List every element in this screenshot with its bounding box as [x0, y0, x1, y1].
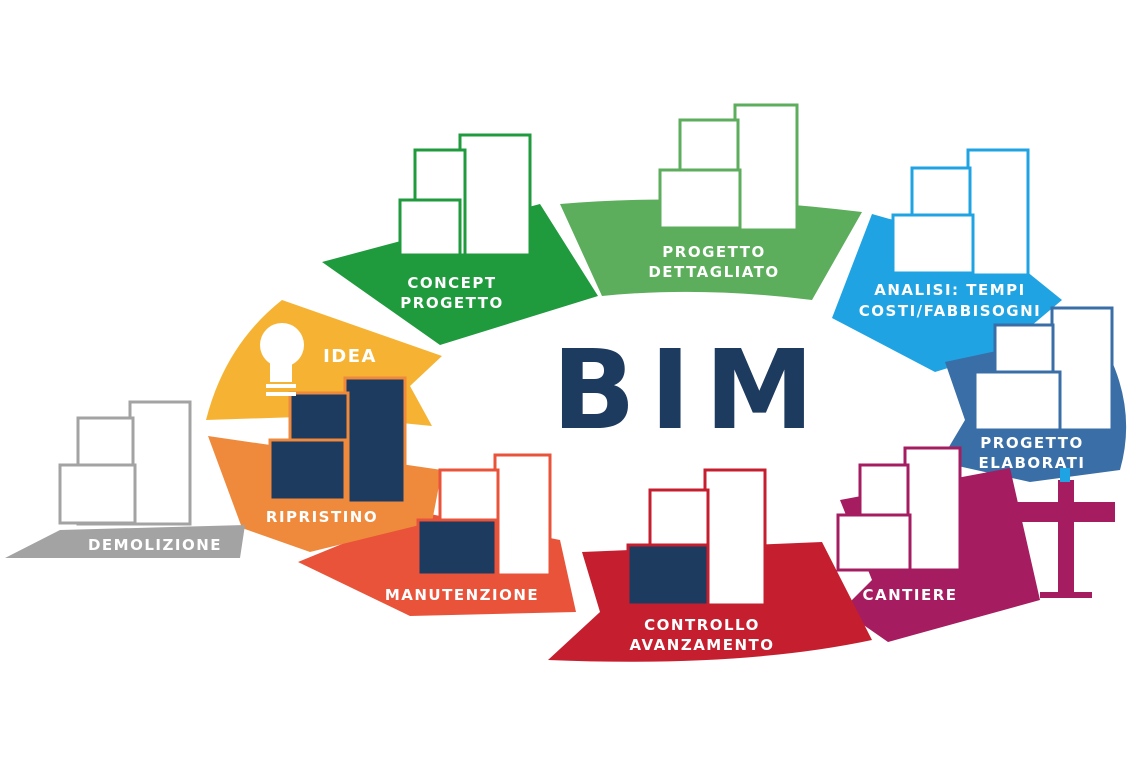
label-dettagliato-2: DETTAGLIATO — [648, 263, 779, 281]
building-concept-icon — [398, 133, 532, 257]
label-concept-2: PROGETTO — [400, 294, 503, 312]
crane-icon — [985, 468, 1115, 598]
label-dettagliato-1: PROGETTO — [662, 243, 765, 261]
building-dettagliato-icon — [658, 103, 799, 232]
label-controllo-2: AVANZAMENTO — [629, 636, 774, 654]
building-controllo-icon — [626, 468, 767, 607]
label-analisi-2: COSTI/FABBISOGNI — [859, 302, 1041, 320]
building-demolizione-icon — [58, 400, 192, 526]
building-analisi-icon — [891, 148, 1030, 277]
lightbulb-icon — [260, 323, 304, 396]
diagram-title: BIM — [552, 326, 828, 454]
label-elaborati-2: ELABORATI — [979, 454, 1086, 472]
building-manutenzione-icon — [416, 453, 552, 577]
segment-demolizione — [5, 525, 245, 558]
label-cantiere: CANTIERE — [862, 586, 957, 604]
label-concept-1: CONCEPT — [407, 274, 496, 292]
label-elaborati-1: PROGETTO — [980, 434, 1083, 452]
label-idea: IDEA — [323, 346, 377, 367]
label-controllo-1: CONTROLLO — [644, 616, 760, 634]
building-cantiere-icon — [836, 446, 962, 572]
building-elaborati-icon — [973, 306, 1114, 432]
label-demolizione: DEMOLIZIONE — [88, 536, 222, 554]
label-manutenzione: MANUTENZIONE — [385, 586, 539, 604]
building-ripristino-icon — [268, 376, 407, 505]
label-analisi-1: ANALISI: TEMPI — [874, 281, 1026, 299]
label-ripristino: RIPRISTINO — [266, 508, 378, 526]
